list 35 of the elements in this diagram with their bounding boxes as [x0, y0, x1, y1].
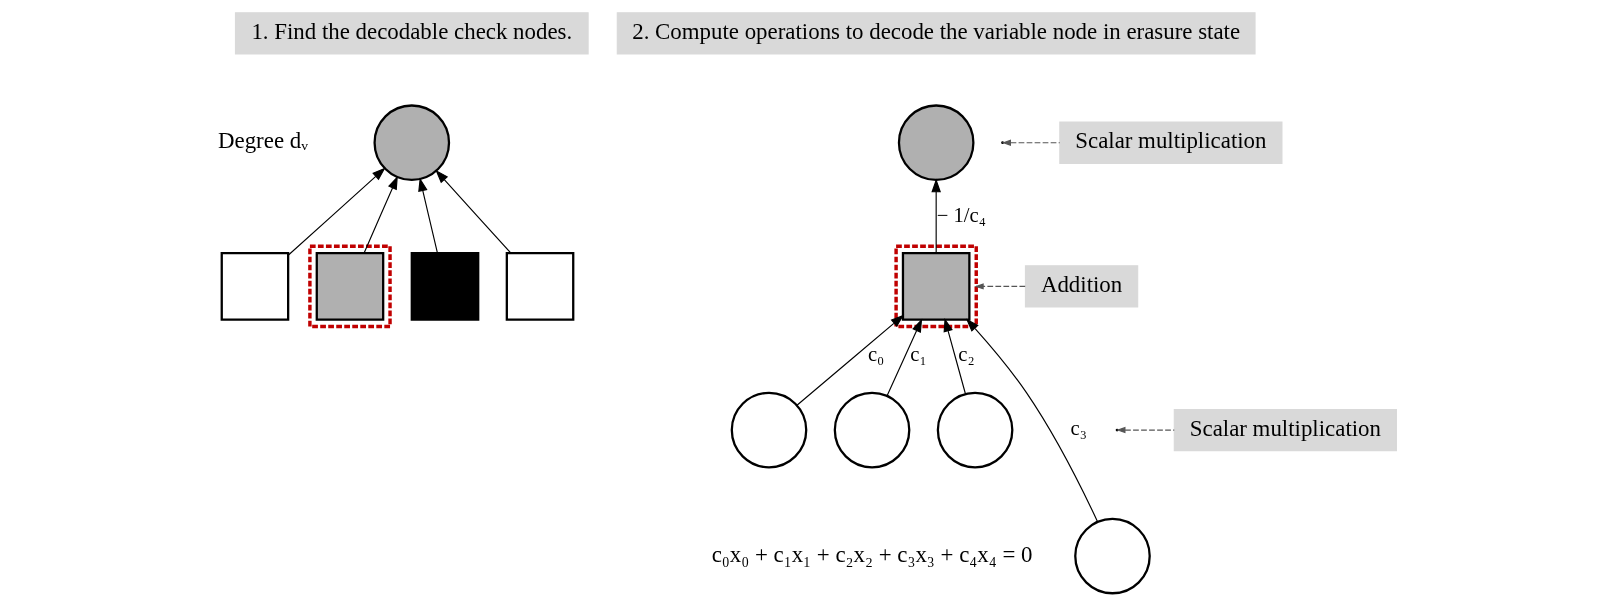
node-box — [315, 252, 385, 321]
arrow — [931, 178, 941, 254]
node-box — [901, 252, 971, 321]
cluster — [894, 244, 978, 329]
node-circle — [730, 391, 808, 469]
node-circle — [897, 104, 975, 182]
cluster — [308, 244, 392, 329]
node-box: Scalar multiplication — [1059, 121, 1283, 164]
label: c₀x₀ + c₁x₁ + c₂x₂ + c₃x₃ + c₄x₄ = 0 — [711, 541, 1033, 567]
arrow — [1001, 139, 1061, 146]
node-box: Scalar multiplication — [1173, 408, 1397, 452]
arrow — [287, 167, 386, 256]
label: Degree dᵥ — [218, 128, 308, 154]
node-box: 2. Compute operations to decode the variable node in erasure state — [616, 12, 1256, 55]
arrow — [418, 177, 439, 254]
arrow — [886, 318, 923, 397]
node-circle — [1074, 517, 1151, 595]
arrow — [943, 318, 967, 395]
edge-label: c₃ — [1070, 417, 1087, 440]
node-box: Addition — [1024, 265, 1139, 308]
node-box — [505, 252, 575, 321]
node-circle — [833, 391, 911, 469]
edge-label: c₂ — [958, 343, 975, 366]
node-box — [410, 252, 480, 321]
edge-label: − 1/c₄ — [936, 203, 986, 226]
arrow — [363, 175, 398, 254]
edge-label: c₀ — [867, 343, 885, 366]
node-circle — [936, 391, 1014, 469]
arrow — [974, 283, 1026, 290]
node-box: 1. Find the decodable check nodes. — [234, 12, 589, 55]
edge-label: c₁ — [910, 343, 927, 366]
arrow — [796, 314, 905, 406]
arrow — [965, 318, 1099, 523]
arrow — [435, 169, 512, 254]
node-box — [220, 252, 290, 321]
